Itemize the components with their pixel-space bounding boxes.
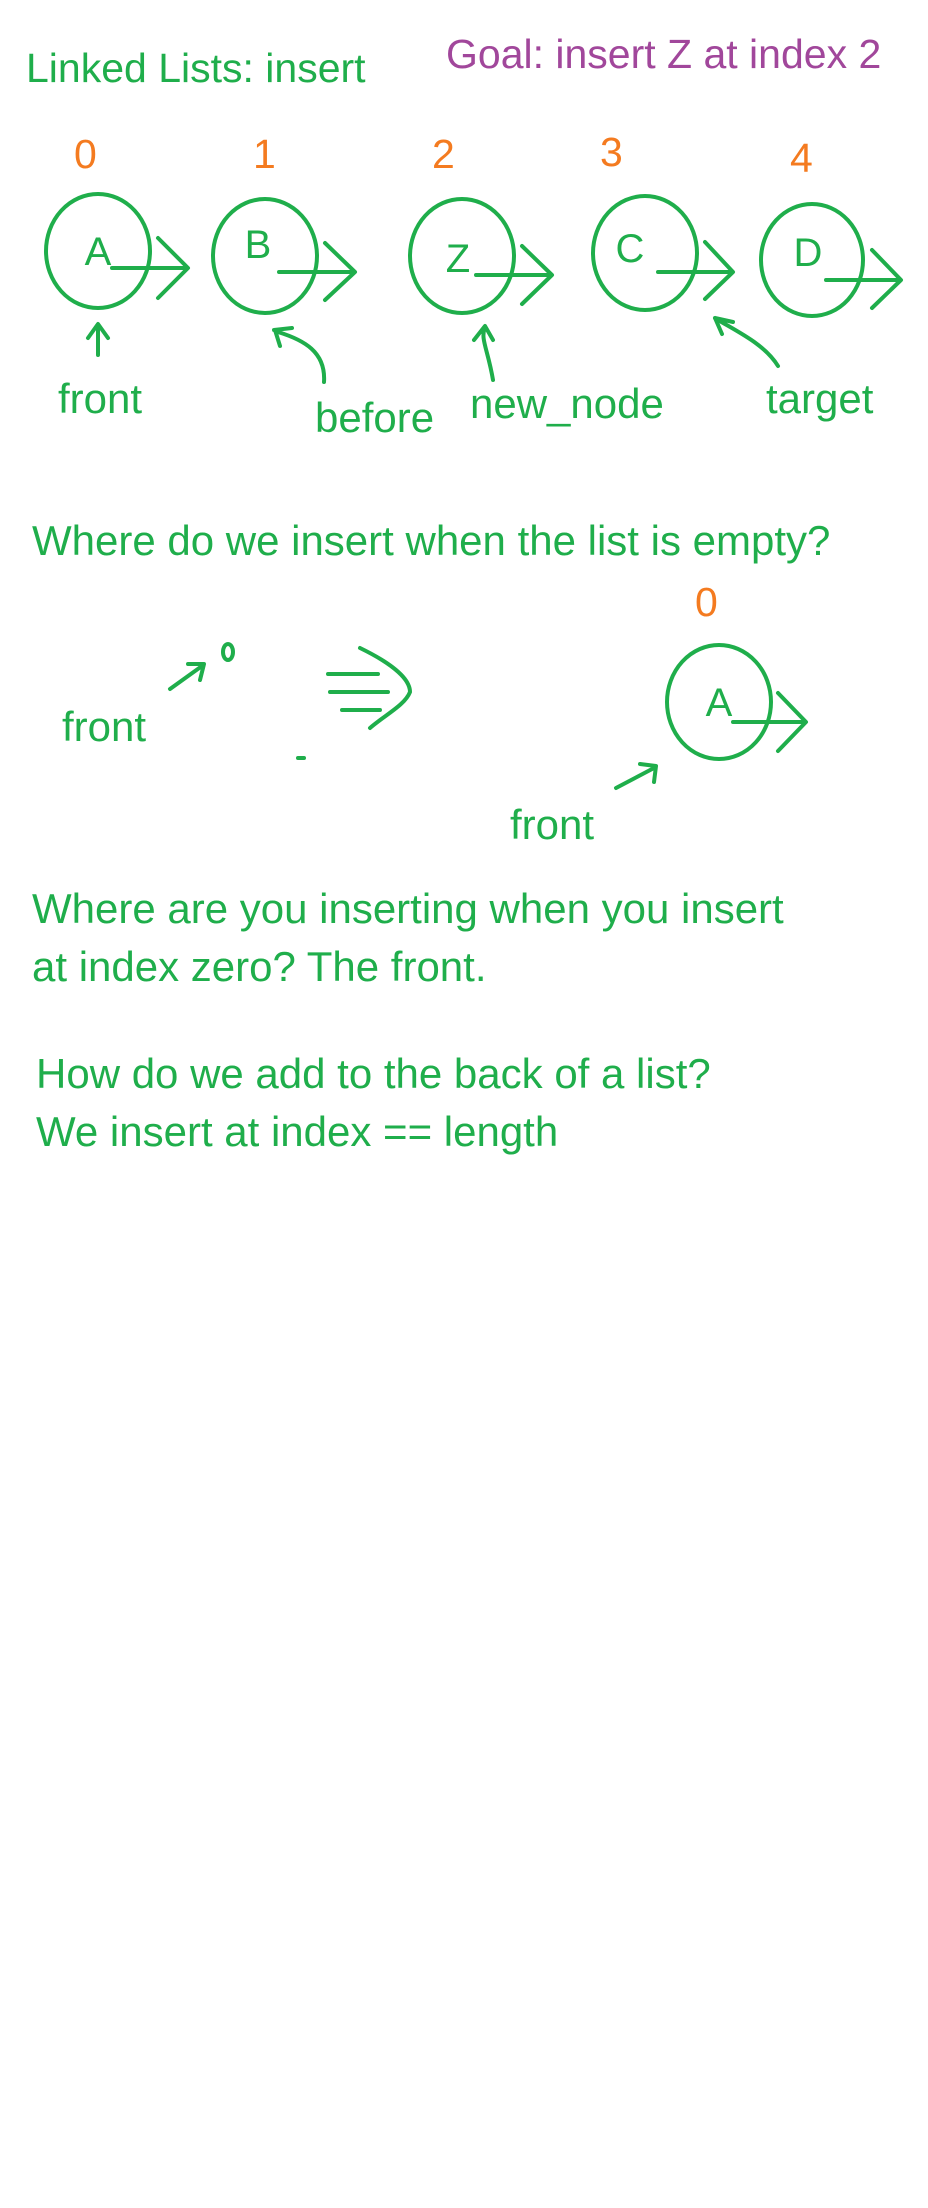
node-a-value: A xyxy=(85,230,112,274)
node-index-3: 3 xyxy=(600,129,623,175)
goal-text: Goal: insert Z at index 2 xyxy=(446,31,882,77)
before-arrow xyxy=(272,326,327,384)
result-node-a xyxy=(665,643,808,761)
index-zero-line-1: Where are you inserting when you insert xyxy=(32,885,784,932)
node-d xyxy=(759,202,903,318)
page-title: Linked Lists: insert xyxy=(26,45,366,91)
back-line-2: We insert at index == length xyxy=(36,1108,559,1155)
node-c xyxy=(591,194,735,312)
index-zero-line-2: at index zero? The front. xyxy=(32,943,487,990)
node-index-1: 1 xyxy=(253,131,276,177)
result-front-label: front xyxy=(510,801,595,848)
front-null-arrow xyxy=(168,662,206,691)
result-front-arrow xyxy=(614,762,658,790)
node-index-0: 0 xyxy=(74,131,97,177)
node-b-value: B xyxy=(245,223,272,267)
node-d-value: D xyxy=(794,231,823,275)
back-line-1: How do we add to the back of a list? xyxy=(36,1050,711,1097)
new-node-arrow xyxy=(472,324,495,382)
label-front: front xyxy=(58,375,143,422)
node-index-2: 2 xyxy=(432,131,455,177)
front-arrow xyxy=(86,322,110,357)
label-before: before xyxy=(315,394,435,441)
node-z xyxy=(408,197,554,315)
implies-arrow xyxy=(326,646,412,730)
node-index-4: 4 xyxy=(790,135,813,181)
label-new-node: new_node xyxy=(470,380,664,427)
empty-front-label: front xyxy=(62,703,147,750)
empty-question: Where do we insert when the list is empt… xyxy=(32,517,831,564)
result-index: 0 xyxy=(695,579,718,625)
node-z-value: Z xyxy=(446,237,470,281)
label-target: target xyxy=(766,375,874,422)
node-c-value: C xyxy=(616,227,645,271)
null-dot xyxy=(221,642,235,662)
result-node-value: A xyxy=(706,681,733,725)
target-arrow xyxy=(713,316,780,368)
node-b xyxy=(211,197,357,315)
node-a xyxy=(44,192,190,310)
